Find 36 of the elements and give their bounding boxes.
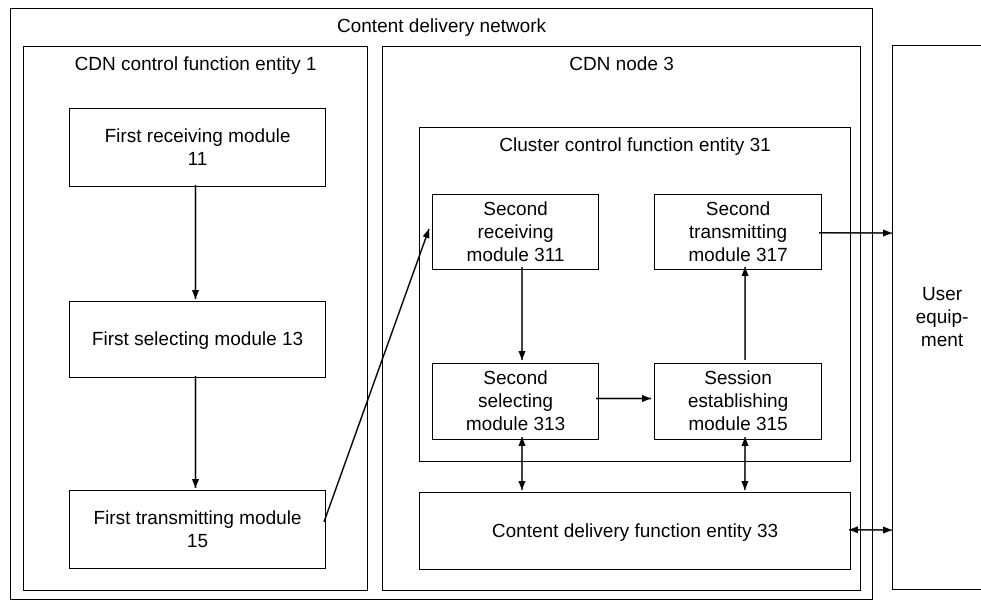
box-label: First transmitting module 15 (92, 506, 302, 552)
module-box (419, 492, 851, 570)
arrow (819, 229, 892, 237)
box-label: CDN node 3 (569, 53, 674, 76)
box-label: Session establishing module 315 (686, 367, 790, 436)
module-box (432, 363, 599, 440)
arrow (518, 437, 526, 490)
module-box (69, 108, 326, 187)
arrow (192, 376, 200, 488)
module-box (69, 301, 326, 378)
box-label: Second receiving module 311 (466, 198, 566, 266)
arrow (849, 526, 892, 534)
box-label: Second transmitting module 317 (687, 198, 789, 266)
arrow (741, 437, 749, 490)
box-label: First selecting module 13 (92, 328, 304, 351)
arrow (192, 185, 200, 299)
box-label: Content delivery network (336, 15, 546, 38)
module-box (69, 490, 326, 569)
arrow (596, 394, 651, 402)
module-box (23, 46, 368, 591)
module-box (892, 45, 981, 590)
arrow (741, 267, 749, 360)
box-label: First receiving module 11 (104, 124, 292, 170)
box-label: User equip- ment (914, 283, 970, 352)
module-box (419, 127, 851, 462)
module-box (654, 194, 822, 270)
module-box (382, 46, 861, 591)
arrow (323, 228, 430, 522)
box-label: CDN control function entity 1 (74, 53, 316, 76)
box-label: Cluster control function entity 31 (499, 134, 771, 157)
box-label: Content delivery function entity 33 (492, 520, 778, 542)
module-box (10, 8, 873, 600)
arrow (518, 267, 526, 360)
box-label: Second selecting module 313 (464, 367, 566, 436)
module-box (654, 363, 822, 440)
module-box (432, 194, 599, 270)
